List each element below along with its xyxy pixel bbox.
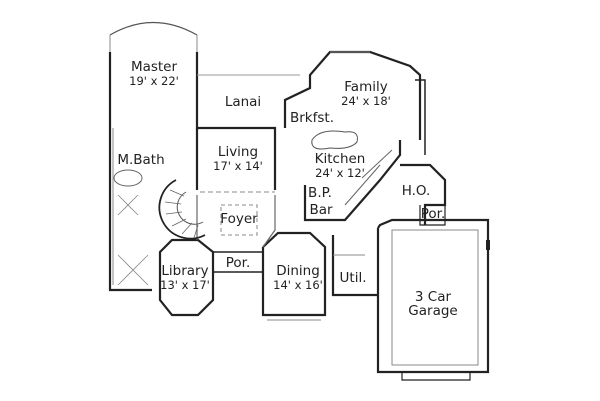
room-name: Por.	[225, 255, 251, 271]
room-brkfst: Brkfst.	[290, 111, 334, 125]
room-family: Family 24' x 18'	[341, 80, 391, 108]
master-arch	[109, 21, 198, 36]
room-lanai: Lanai	[225, 95, 261, 109]
room-foyer: Foyer	[220, 212, 257, 226]
room-porch-rear: Por.	[421, 207, 446, 221]
room-name: Foyer	[220, 211, 258, 227]
room-name: H.O.	[401, 183, 431, 199]
room-name-line2: Garage	[408, 303, 458, 319]
room-library: Library 13' x 17'	[160, 264, 210, 292]
room-bar: Bar	[309, 203, 332, 217]
room-name: Brkfst.	[289, 110, 335, 126]
master-wall	[108, 52, 199, 130]
room-dimensions: 19' x 22'	[129, 74, 179, 88]
room-name: Util.	[339, 270, 367, 286]
room-dining: Dining 14' x 16'	[273, 264, 323, 292]
room-dimensions: 24' x 12'	[315, 166, 365, 180]
room-name: Living	[217, 144, 259, 160]
room-name: Master	[130, 59, 178, 75]
room-name: M.Bath	[117, 152, 165, 168]
room-dimensions: 13' x 17'	[160, 278, 210, 292]
room-kitchen: Kitchen 24' x 12'	[315, 152, 366, 180]
room-name: B.P.	[308, 185, 332, 201]
room-name: Kitchen	[314, 151, 366, 167]
room-master: Master 19' x 22'	[129, 60, 179, 88]
room-name: Bar	[309, 202, 333, 218]
room-utility: Util.	[340, 271, 367, 285]
room-ho: H.O.	[402, 184, 431, 198]
room-name: Library	[161, 263, 209, 279]
room-name: 3 Car	[414, 289, 452, 305]
room-garage: 3 Car Garage	[408, 290, 457, 318]
room-bp: B.P.	[308, 186, 332, 200]
room-name: Por.	[420, 206, 446, 222]
room-name: Lanai	[224, 94, 262, 110]
room-dimensions: 17' x 14'	[213, 159, 263, 173]
room-mbath: M.Bath	[117, 153, 164, 167]
room-dimensions: 24' x 18'	[341, 94, 391, 108]
room-porch-front: Por.	[226, 256, 251, 270]
room-name: Dining	[276, 263, 320, 279]
room-name: Family	[344, 79, 388, 95]
room-living: Living 17' x 14'	[213, 145, 263, 173]
room-dimensions: 14' x 16'	[273, 278, 323, 292]
